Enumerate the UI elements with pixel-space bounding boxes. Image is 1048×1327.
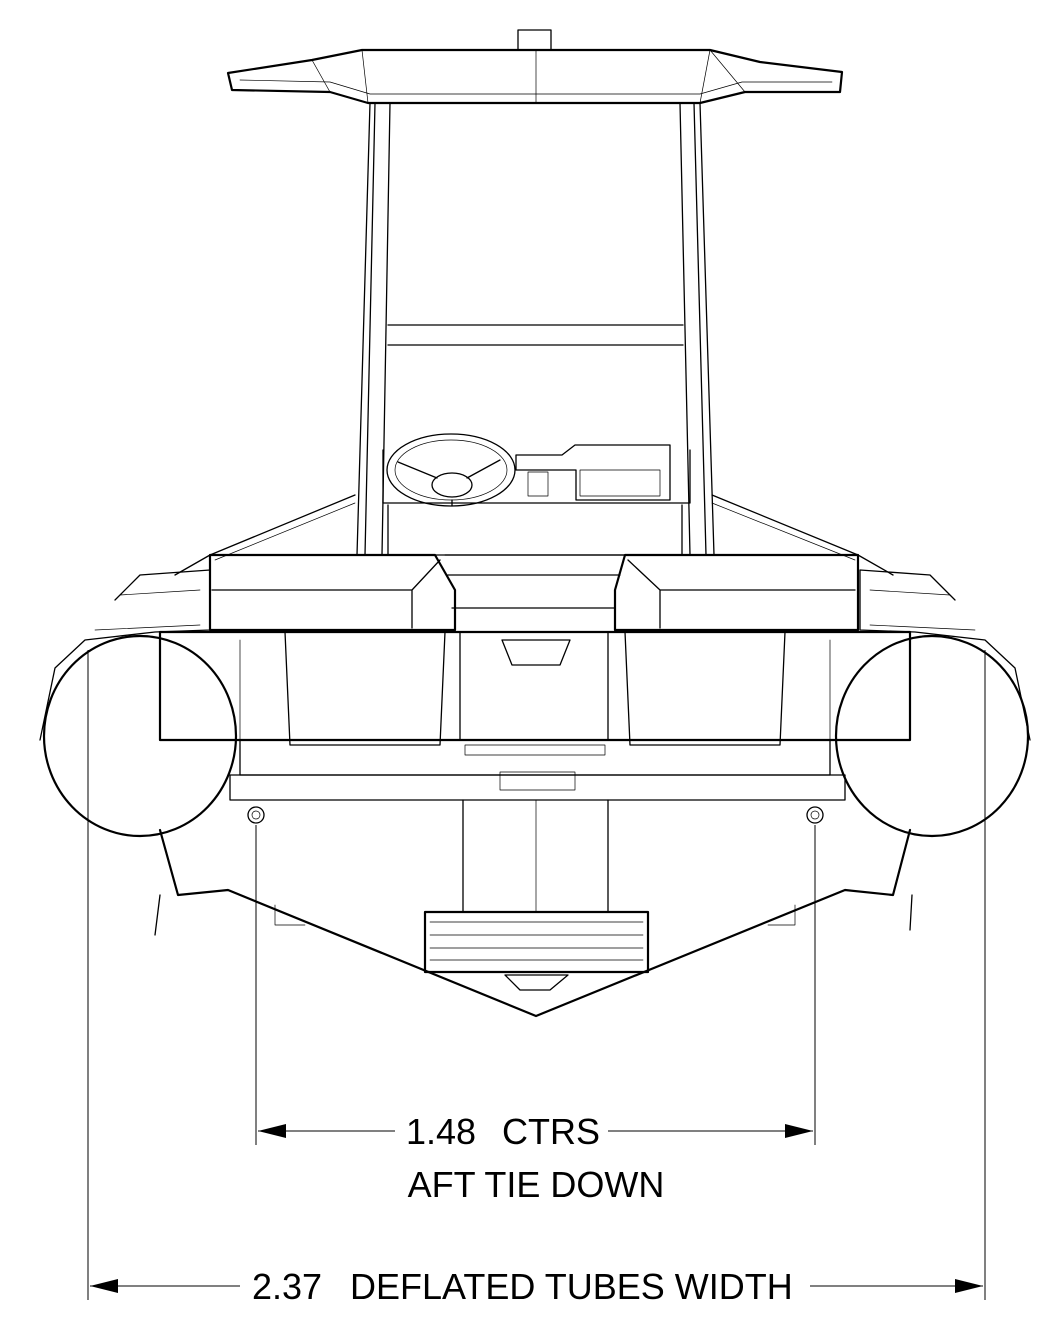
- t-top-canopy: [226, 29, 844, 105]
- left-tube: [39, 569, 238, 838]
- hull-bottom: [154, 828, 913, 1018]
- transom: [158, 630, 912, 801]
- dimension-unit-ctrs: CTRS: [502, 1111, 600, 1152]
- console: [382, 324, 691, 556]
- tie-down-left-icon: [247, 806, 265, 824]
- outboard-motor: [423, 799, 650, 991]
- right-tube: [834, 569, 1031, 838]
- dimension-label-width: DEFLATED TUBES WIDTH: [350, 1266, 793, 1307]
- arrowhead-left-icon: [90, 1279, 118, 1293]
- tie-down-right-icon: [806, 806, 824, 824]
- dimension-aft-tie-down: 1.48 CTRS AFT TIE DOWN: [255, 825, 816, 1205]
- dimension-value-width: 2.37: [252, 1266, 322, 1307]
- arrowhead-right-icon: [785, 1124, 813, 1138]
- hull-deck: [174, 494, 894, 576]
- dimension-value-aft: 1.48: [406, 1111, 476, 1152]
- aft-seats: [208, 553, 860, 632]
- t-top-posts: [356, 102, 715, 556]
- dimension-caption-aft-tie-down: AFT TIE DOWN: [408, 1164, 665, 1205]
- steering-wheel-icon: [386, 433, 516, 507]
- dimension-tubes-width: 2.37 DEFLATED TUBES WIDTH: [87, 650, 986, 1307]
- arrowhead-right-icon: [955, 1279, 983, 1293]
- arrowhead-left-icon: [258, 1124, 286, 1138]
